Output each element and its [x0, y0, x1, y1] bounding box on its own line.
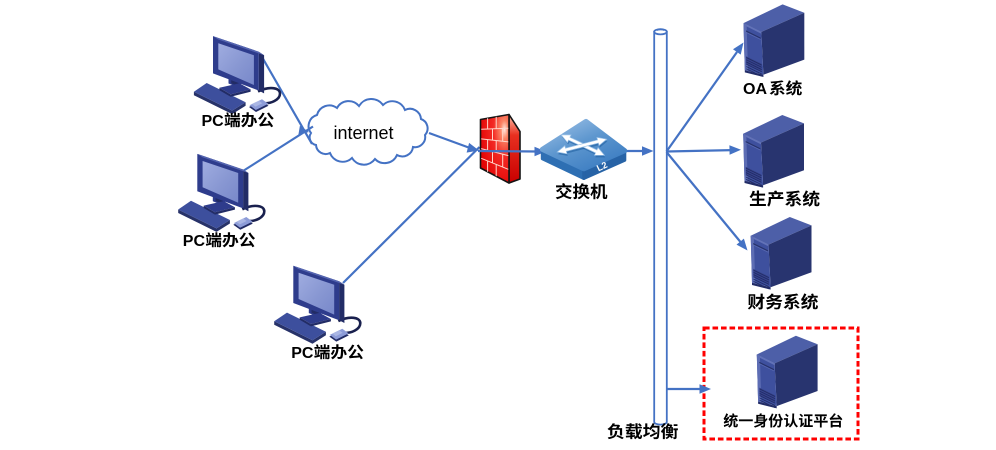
svg-text:PC: PC — [291, 345, 314, 362]
svg-text:internet: internet — [333, 123, 393, 143]
svg-text:L2: L2 — [595, 160, 609, 174]
svg-text:OA: OA — [743, 81, 767, 98]
svg-text:PC: PC — [202, 113, 225, 130]
svg-text:PC: PC — [183, 233, 206, 250]
